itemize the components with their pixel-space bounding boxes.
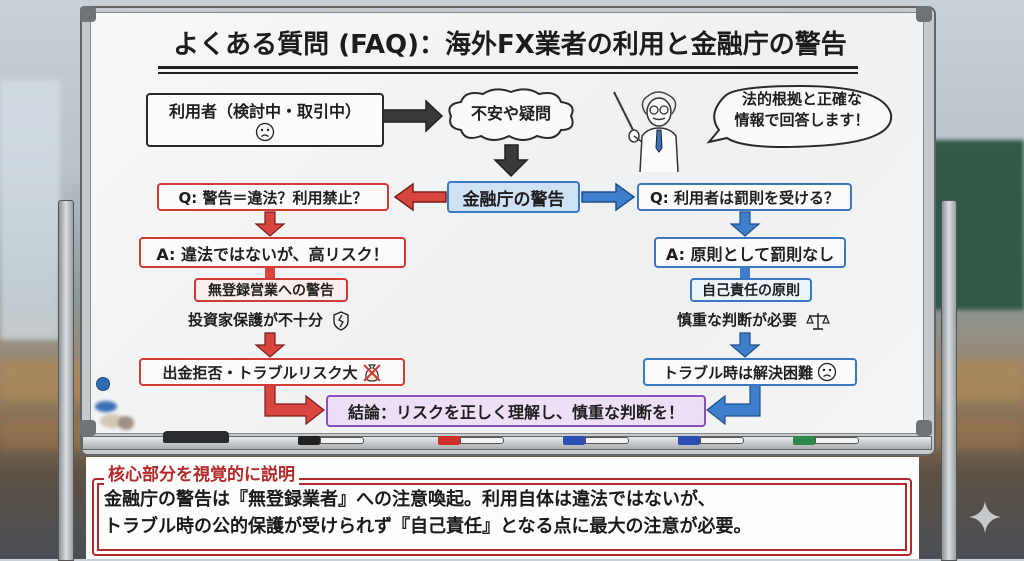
worried-face-icon <box>817 362 837 382</box>
left-question-box: Q: 警告＝違法？利用禁止？ <box>157 183 389 211</box>
right-result-box: トラブル時は解決困難 <box>643 358 857 386</box>
eraser-smudge <box>95 401 117 412</box>
marker-body <box>460 437 504 444</box>
marker-body <box>585 437 629 444</box>
marker-red[interactable] <box>438 436 504 445</box>
marker-cap <box>298 436 320 445</box>
left-result-box: 出金拒否・トラブルリスク大 <box>139 358 405 386</box>
scales-icon <box>806 312 831 330</box>
user-box-label: 利用者（検討中・取引中） <box>168 102 361 121</box>
eraser[interactable] <box>163 431 229 443</box>
professor-illustration <box>613 91 679 172</box>
right-result-text: トラブル時は解決困難 <box>662 363 813 382</box>
center-box: 金融庁の警告 <box>447 181 580 213</box>
user-box: 利用者（検討中・取引中） <box>146 93 384 147</box>
marker-cap <box>678 436 700 445</box>
whiteboard-stand-right <box>941 200 957 561</box>
marker-blue[interactable] <box>563 436 629 445</box>
right-sub-box: 自己責任の原則 <box>690 278 812 302</box>
sparkle-icon <box>969 501 1001 533</box>
right-note: 慎重な判断が必要 <box>677 309 831 331</box>
crossed-money-bag-icon <box>362 364 381 382</box>
broken-shield-icon <box>333 310 349 331</box>
explanation-frame <box>92 478 912 556</box>
speech-text: 法的根拠と正確な 情報で回答します！ <box>712 89 892 131</box>
explanation-line: トラブル時の公的保護が受けられず『自己責任』となる点に最大の注意が必要。 <box>104 516 752 537</box>
frame-corner <box>916 6 932 22</box>
explanation-line: 金融庁の警告は『無登録業者』への注意喚起。利用自体は違法ではないが、 <box>104 489 716 510</box>
right-note-text: 慎重な判断が必要 <box>677 311 798 329</box>
marker-blue[interactable] <box>678 436 744 445</box>
marker-body <box>815 437 859 444</box>
left-note-text: 投資家保護が不十分 <box>188 311 324 329</box>
speech-line: 法的根拠と正確な <box>741 90 862 108</box>
frame-corner <box>916 420 932 436</box>
marker-cap <box>438 436 460 445</box>
marker-green[interactable] <box>793 436 859 445</box>
marker-black[interactable] <box>298 436 364 445</box>
page-title: よくある質問 (FAQ)：海外FX業者の利用と金融庁の警告 <box>173 30 847 60</box>
marker-body <box>700 437 744 444</box>
frame-corner <box>80 420 96 436</box>
frame-corner <box>80 6 96 22</box>
right-question-box: Q: 利用者は罰則を受ける？ <box>637 183 852 211</box>
left-result-text: 出金拒否・トラブルリスク大 <box>162 363 358 382</box>
cloud-label: 不安や疑問 <box>470 104 551 123</box>
left-answer-box: A: 違法ではないが、高リスク！ <box>139 237 406 268</box>
magnet <box>96 377 110 391</box>
background-window <box>0 80 60 340</box>
speech-bubble <box>706 84 893 148</box>
eraser-smudge <box>118 416 134 430</box>
conclusion-box: 結論：リスクを正しく理解し、慎重な判断を！ <box>326 395 706 427</box>
left-note: 投資家保護が不十分 <box>188 309 350 331</box>
title-underline <box>158 66 858 74</box>
worried-face-icon <box>255 122 275 142</box>
marker-cap <box>793 436 815 445</box>
explanation-heading: 核心部分を視覚的に説明 <box>104 460 299 485</box>
explanation-body: 金融庁の警告は『無登録業者』への注意喚起。利用自体は違法ではないが、 トラブル時… <box>104 486 751 540</box>
marker-cap <box>563 436 585 445</box>
right-answer-box: A: 原則として罰則なし <box>654 237 846 268</box>
left-sub-box: 無登録営業への警告 <box>194 278 348 302</box>
whiteboard-stand-left <box>58 200 74 561</box>
cloud-shape <box>448 88 574 141</box>
marker-body <box>320 437 364 444</box>
speech-line: 情報で回答します！ <box>734 111 870 129</box>
